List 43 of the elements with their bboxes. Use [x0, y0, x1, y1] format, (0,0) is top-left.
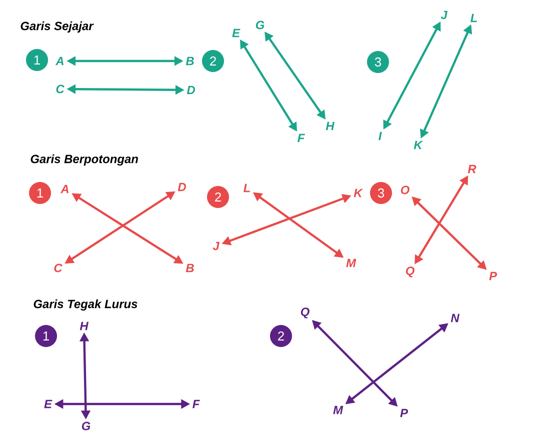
point-label: M — [346, 258, 356, 268]
point-label: Q — [300, 308, 310, 318]
point-label: K — [414, 140, 424, 150]
point-label: Q — [406, 266, 414, 278]
point-label: B — [186, 56, 194, 66]
number-badge: 1 — [35, 325, 57, 347]
point-label: B — [186, 264, 194, 272]
point-label: C — [56, 84, 64, 94]
point-label: G — [82, 422, 90, 430]
number-badge: 3 — [367, 51, 389, 73]
number-badge: 1 — [26, 49, 48, 71]
point-label: A — [60, 184, 68, 194]
point-label: C — [54, 264, 62, 272]
point-label: H — [326, 122, 335, 130]
point-label: L — [470, 14, 477, 22]
point-label: F — [192, 400, 200, 408]
point-label: K — [354, 188, 364, 198]
point-label: O — [400, 186, 410, 194]
section-heading: Garis Berpotongan — [30, 154, 138, 166]
point-label: P — [400, 408, 408, 418]
section-heading: Garis Sejajar — [20, 21, 94, 33]
point-label: A — [55, 56, 64, 66]
point-label: I — [378, 132, 382, 140]
number-badge: 2 — [202, 50, 224, 72]
point-label: J — [212, 242, 220, 250]
number-badge: 2 — [270, 325, 292, 347]
point-label: G — [256, 20, 264, 30]
point-label: H — [80, 322, 89, 330]
number-badge: 1 — [29, 182, 51, 204]
point-label: J — [440, 10, 448, 20]
point-label: F — [298, 134, 305, 142]
point-label: E — [44, 400, 52, 408]
section-heading: Garis Tegak Lurus — [34, 299, 138, 311]
number-badge: 2 — [207, 186, 229, 208]
point-label: R — [468, 164, 476, 174]
point-label: N — [450, 314, 460, 322]
point-label: P — [489, 272, 497, 280]
point-label: M — [333, 406, 344, 414]
number-badge: 3 — [370, 182, 392, 204]
point-label: D — [186, 86, 195, 94]
point-label: L — [244, 184, 250, 192]
point-label: E — [232, 28, 240, 38]
point-label: D — [178, 182, 186, 192]
